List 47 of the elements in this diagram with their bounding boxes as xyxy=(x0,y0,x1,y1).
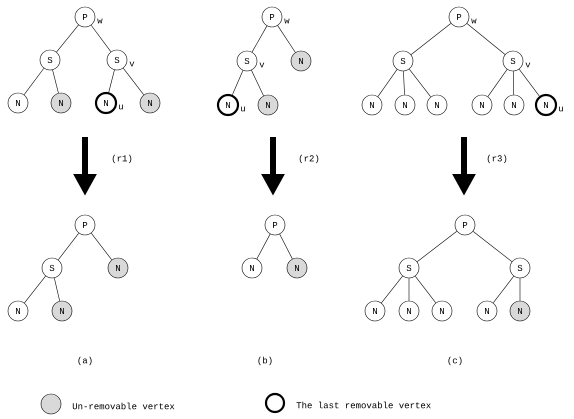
tree-edge xyxy=(512,71,514,95)
tree-edge xyxy=(58,232,80,260)
tree-edge xyxy=(410,23,452,55)
tree-edge xyxy=(24,276,46,304)
tree-edge xyxy=(378,69,398,97)
vertex-label: w xyxy=(97,18,103,24)
tree-edge xyxy=(54,278,60,302)
tree-edge xyxy=(232,70,244,96)
legend-text: Un-removable vertex xyxy=(72,402,174,410)
tree-edge xyxy=(409,68,431,98)
tree-edge xyxy=(472,231,512,262)
vertex-label: v xyxy=(526,62,530,68)
tree-edge xyxy=(251,70,264,96)
vertex-label: w xyxy=(471,18,477,24)
rule-label: (r3) xyxy=(488,154,506,164)
tree-edge xyxy=(24,68,44,96)
rule-label: (r1) xyxy=(112,154,132,164)
tree-edge xyxy=(90,24,112,52)
vertex-label: u xyxy=(119,104,123,110)
vertex-label: v xyxy=(260,62,264,68)
tree-edge xyxy=(256,234,270,260)
legend-text: The last removable vertex xyxy=(296,402,431,408)
tree-edge xyxy=(488,69,508,97)
panel-caption: (b) xyxy=(258,356,272,366)
panel-caption: (c) xyxy=(448,356,462,366)
tree-edge xyxy=(108,70,115,93)
tree-edge xyxy=(52,70,59,94)
tree-edge xyxy=(466,23,506,55)
tree-edge xyxy=(518,68,540,96)
vertex-label: v xyxy=(130,62,134,66)
tree-edge xyxy=(252,26,268,52)
vertex-label: u xyxy=(559,106,563,112)
tree-edge xyxy=(56,24,79,52)
tree-edge xyxy=(381,276,403,304)
tree-edge xyxy=(416,230,458,262)
vertex-label: u xyxy=(241,106,245,112)
tree-edge xyxy=(403,70,405,95)
tree-edge xyxy=(492,276,514,304)
tree-edge xyxy=(122,68,144,96)
panel-caption: (a) xyxy=(78,356,92,366)
tree-edge xyxy=(90,232,112,260)
tree-edge xyxy=(277,25,296,53)
tree-edge xyxy=(279,234,293,260)
tree-edge xyxy=(408,278,410,301)
rule-label: (r2) xyxy=(300,154,318,164)
tree-edge xyxy=(414,276,436,304)
vertex-label: w xyxy=(284,18,290,24)
